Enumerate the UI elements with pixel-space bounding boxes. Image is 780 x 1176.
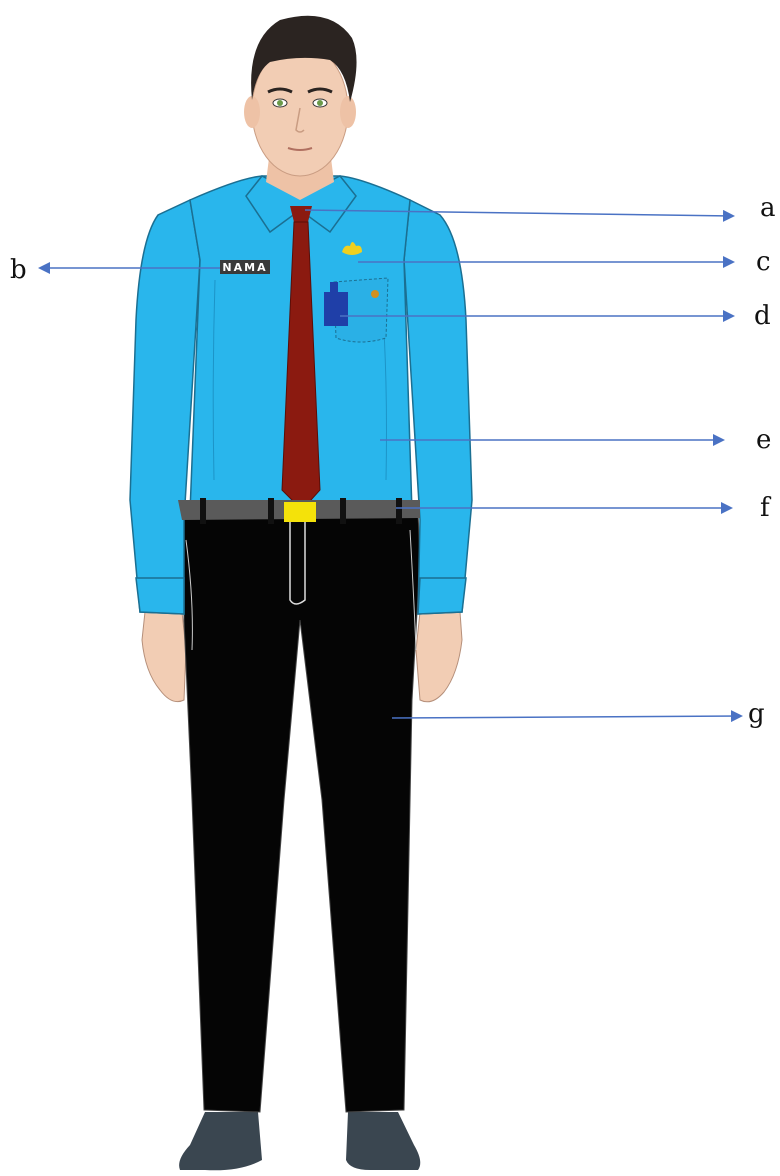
pocket-id-card [324, 292, 348, 326]
belt-loop-3 [340, 498, 346, 524]
label-a: a [760, 193, 776, 223]
name-tag-text: NAMA [222, 261, 267, 274]
right-ear [340, 96, 356, 128]
label-e: e [756, 425, 771, 455]
belt-buckle [284, 502, 316, 522]
left-ear [244, 96, 260, 128]
left-iris [277, 100, 283, 106]
label-g: g [748, 699, 765, 729]
arrow-g [392, 716, 741, 718]
right-shoe [346, 1112, 420, 1170]
left-shoe [179, 1112, 262, 1170]
belt-loop-1 [200, 498, 206, 524]
label-d: d [754, 301, 771, 331]
right-iris [317, 100, 323, 106]
label-f: f [760, 493, 772, 523]
pocket-pin [371, 290, 379, 298]
label-b: b [10, 255, 27, 285]
belt-loop-4 [396, 498, 402, 524]
shoes [179, 1112, 420, 1170]
right-hand [416, 612, 462, 702]
left-cuff [136, 578, 184, 614]
belt-loop-2 [268, 498, 274, 524]
label-c: c [756, 247, 771, 277]
head [244, 16, 357, 200]
left-hand [142, 612, 186, 702]
name-tag: NAMA [220, 260, 270, 274]
right-cuff [418, 578, 466, 614]
